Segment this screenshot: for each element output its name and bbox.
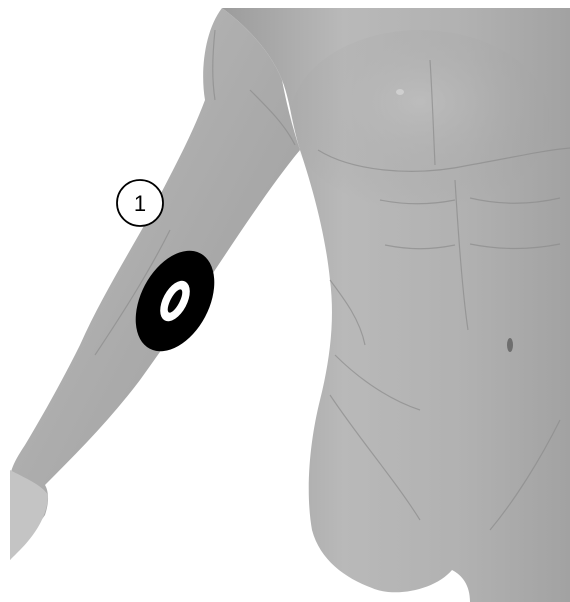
callout-label: 1: [134, 191, 146, 216]
nipple: [396, 89, 404, 95]
navel: [507, 338, 513, 352]
callout-1: 1: [117, 180, 163, 226]
chest-highlight: [290, 30, 550, 210]
